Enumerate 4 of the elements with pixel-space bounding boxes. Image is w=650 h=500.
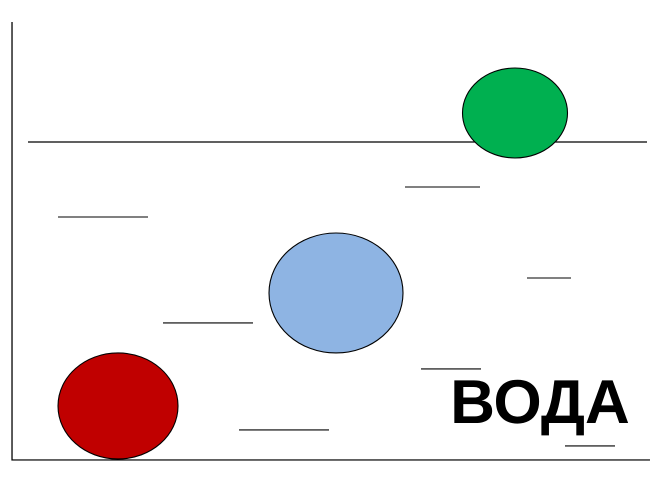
water-label: ВОДА (454, 380, 628, 436)
ball (268, 232, 404, 354)
ball (462, 67, 568, 159)
ball (57, 352, 179, 460)
